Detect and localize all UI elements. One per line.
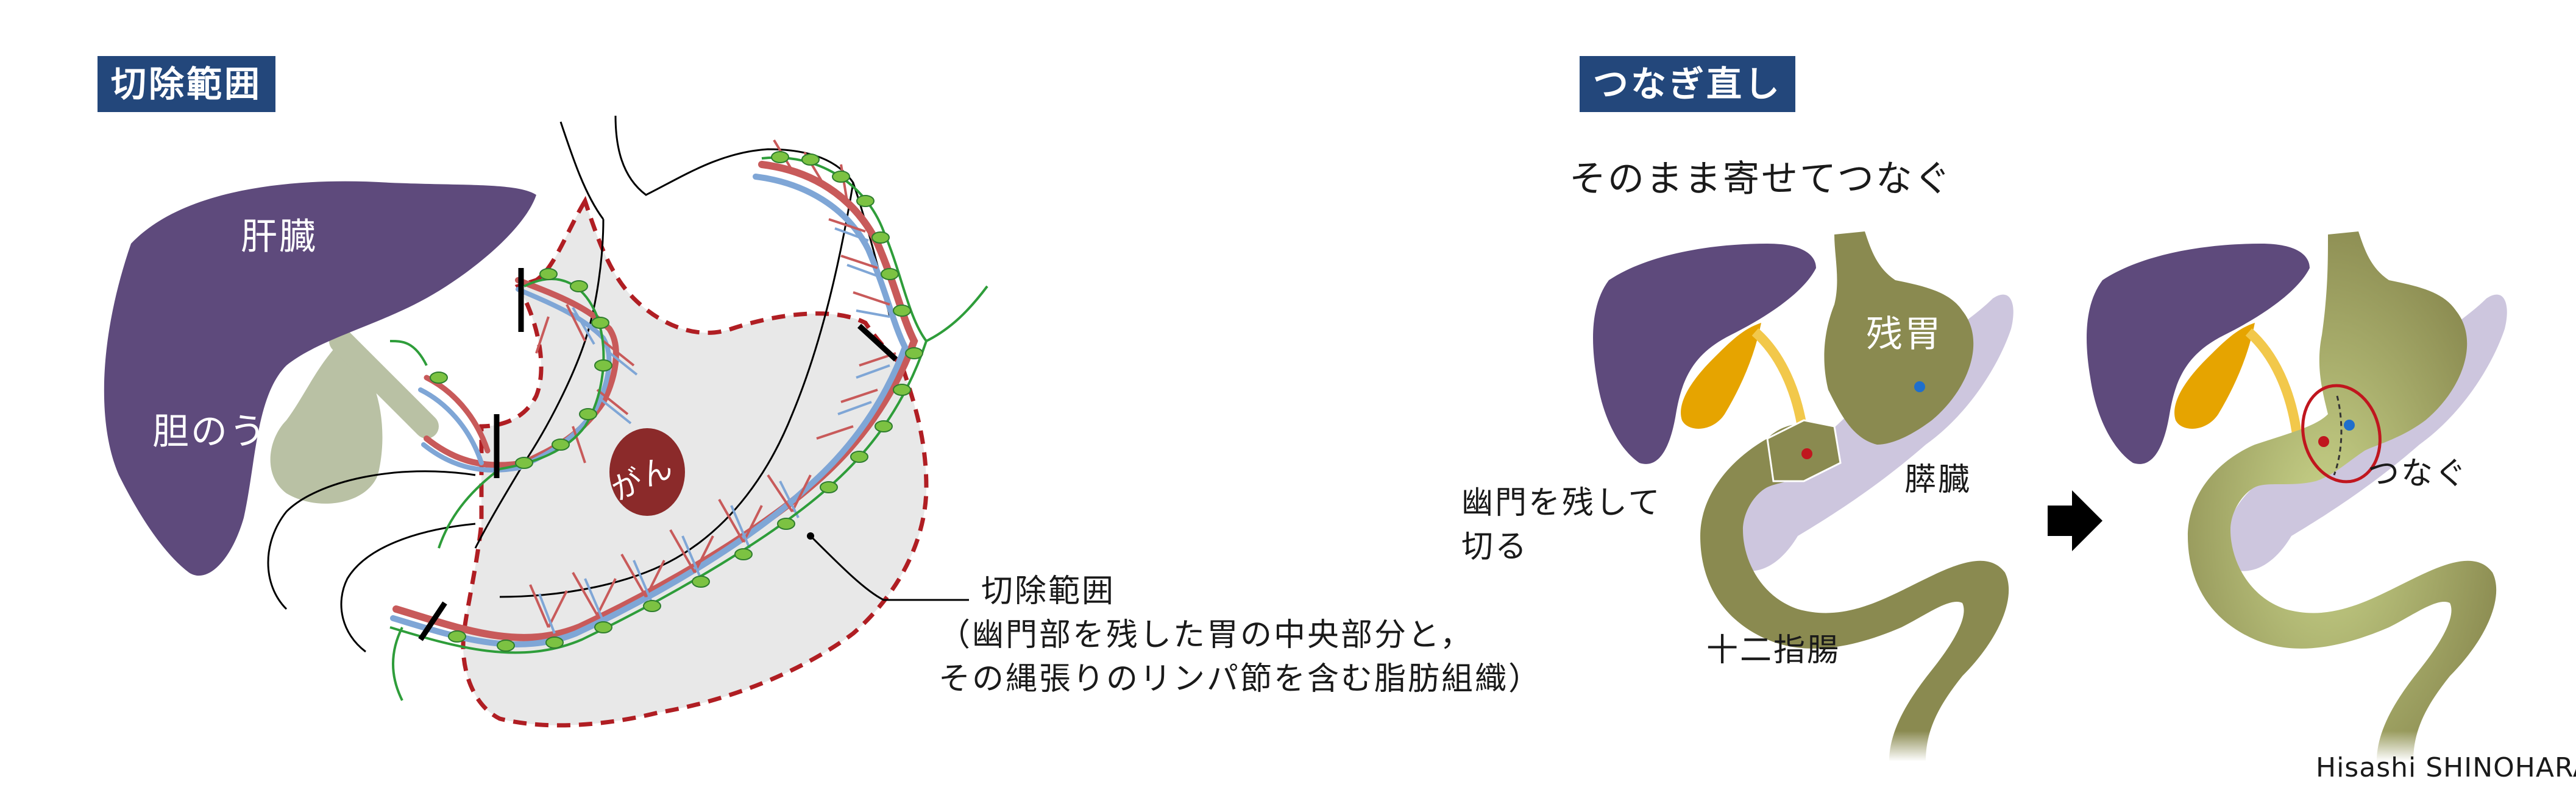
liver-left-shape xyxy=(104,181,536,576)
liver-shape-b xyxy=(2087,244,2310,464)
gallbladder-label: 胆のう xyxy=(152,411,268,453)
resection-callout: 切除範囲 （幽門部を残した胃の中央部分と， その縄張りのリンパ節を含む脂肪組織） xyxy=(939,569,1542,701)
cut-mark xyxy=(418,601,447,641)
lymph-node xyxy=(875,420,893,432)
marker-red-b xyxy=(2318,436,2329,447)
lymph-node xyxy=(591,317,609,329)
lymph-node xyxy=(579,408,597,420)
gallbladder-duct-left xyxy=(329,329,439,439)
fade-b xyxy=(2182,640,2523,761)
callout-leader xyxy=(809,535,969,601)
lymph-node xyxy=(594,621,612,633)
lymph-node xyxy=(448,630,466,643)
cancer-shape xyxy=(609,428,685,516)
pylorus-cut-label: 幽門を残して 切る xyxy=(1461,481,1661,569)
right-diagram-after xyxy=(2087,231,2523,761)
callout-line-1: 切除範囲 xyxy=(981,573,1116,610)
right-diagram-before xyxy=(1593,231,2035,761)
connect-label: つなぐ xyxy=(2368,456,2469,492)
lymph-node xyxy=(515,457,533,469)
left-heading: 切除範囲 xyxy=(98,56,276,112)
cut-mark xyxy=(857,323,898,362)
lymph-nodes xyxy=(430,151,923,652)
fade-a xyxy=(1694,640,2035,761)
lymph-node xyxy=(820,481,838,493)
pylorus-cut-line-2: 切る xyxy=(1461,529,1529,565)
lymph-node xyxy=(594,359,612,372)
remnant-stomach-shape-a xyxy=(1824,231,1974,445)
pancreas-label: 膵臓 xyxy=(1904,462,1972,498)
lymph-node xyxy=(881,268,899,280)
duodenum-label: 十二指腸 xyxy=(1706,632,1841,669)
lymph-node xyxy=(832,171,850,183)
lymph-node xyxy=(552,439,570,451)
credit-text: Hisashi SHINOHARA xyxy=(2316,752,2576,783)
cut-marks xyxy=(418,268,898,641)
gallbladder-left-shape xyxy=(270,341,383,504)
callout-line-3: その縄張りのリンパ節を含む脂肪組織） xyxy=(939,661,1542,697)
gallbladder-shape-a xyxy=(1681,323,1761,429)
vessel-branches xyxy=(529,139,896,634)
lymph-node xyxy=(771,151,789,163)
lymph-node xyxy=(856,195,875,207)
pylorus-cut-line-1: 幽門を残して xyxy=(1461,485,1662,521)
lymph-node xyxy=(893,384,911,396)
anastomosis-ring xyxy=(2301,384,2382,484)
marker-blue-b xyxy=(2344,420,2355,431)
inner-outline-greater xyxy=(499,182,854,598)
resection-area xyxy=(463,201,926,725)
vessel-blue-left-upper xyxy=(418,387,484,465)
lymph-node xyxy=(539,268,558,280)
resection-line xyxy=(461,196,929,728)
marker-red-a xyxy=(1801,448,1812,459)
duodenum-outline xyxy=(267,470,476,653)
bile-duct-a xyxy=(1751,328,1809,439)
lymph-node xyxy=(893,305,911,317)
marker-blue-a xyxy=(1914,381,1925,392)
lymph-node xyxy=(850,451,868,463)
callout-dot xyxy=(807,532,814,540)
lymph-node xyxy=(871,231,890,244)
connected-stomach-shape xyxy=(2188,231,2497,761)
lymph-node xyxy=(734,548,753,560)
remnant-stomach-label: 残胃 xyxy=(1866,313,1943,356)
right-heading: つなぎ直し xyxy=(1580,56,1796,112)
lymph-node xyxy=(497,640,515,652)
inner-outline-lesser xyxy=(474,219,605,549)
lymph-node xyxy=(570,280,588,292)
left-diagram xyxy=(104,115,988,728)
bile-duct-b xyxy=(2245,328,2302,439)
liver-shape-a xyxy=(1593,244,1816,464)
lymph-node xyxy=(801,153,820,166)
lymph-node xyxy=(643,600,661,612)
vessel-red-left-upper xyxy=(424,375,491,454)
transition-arrow xyxy=(2048,490,2102,551)
right-subtitle: そのまま寄せてつなぐ xyxy=(1569,158,1953,200)
gallbladder-shape-b xyxy=(2174,323,2255,429)
lymph-node xyxy=(430,372,448,384)
lymph-node xyxy=(777,518,795,530)
callout-line-2: （幽門部を残した胃の中央部分と， xyxy=(939,617,1474,654)
lymph-node xyxy=(545,636,564,649)
liver-label: 肝臓 xyxy=(241,216,318,258)
lymph-node xyxy=(905,347,923,359)
lymph-node xyxy=(692,576,710,588)
anastomosis-seam xyxy=(2333,395,2343,476)
